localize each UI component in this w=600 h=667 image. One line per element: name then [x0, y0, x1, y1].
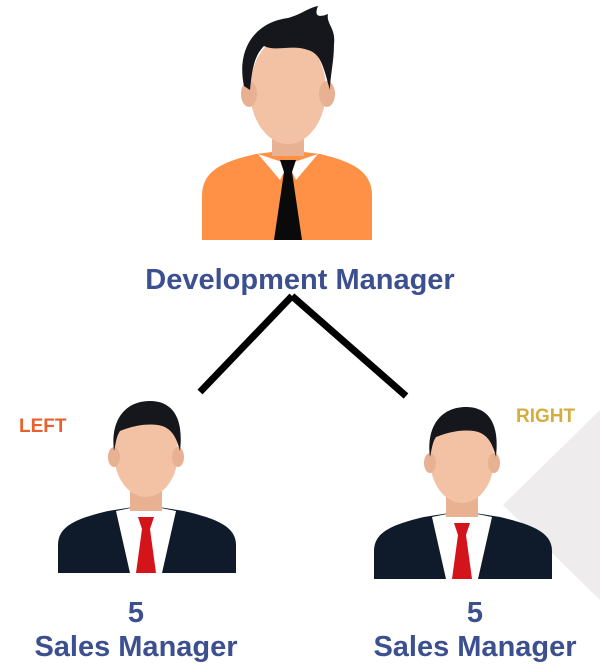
- connector-right-line: [289, 293, 409, 399]
- left-count: 5: [127, 597, 145, 629]
- left-sales-manager-avatar: [58, 401, 236, 573]
- right-count: 5: [466, 597, 484, 629]
- development-manager-label: Development Manager: [145, 264, 455, 296]
- left-title: Sales Manager: [34, 631, 238, 663]
- development-manager-avatar: [202, 6, 372, 240]
- right-tag: RIGHT: [516, 406, 576, 427]
- right-sales-manager-avatar: [374, 407, 552, 579]
- left-tag: LEFT: [19, 416, 67, 437]
- connector-left-line: [197, 293, 295, 395]
- right-title: Sales Manager: [373, 631, 577, 663]
